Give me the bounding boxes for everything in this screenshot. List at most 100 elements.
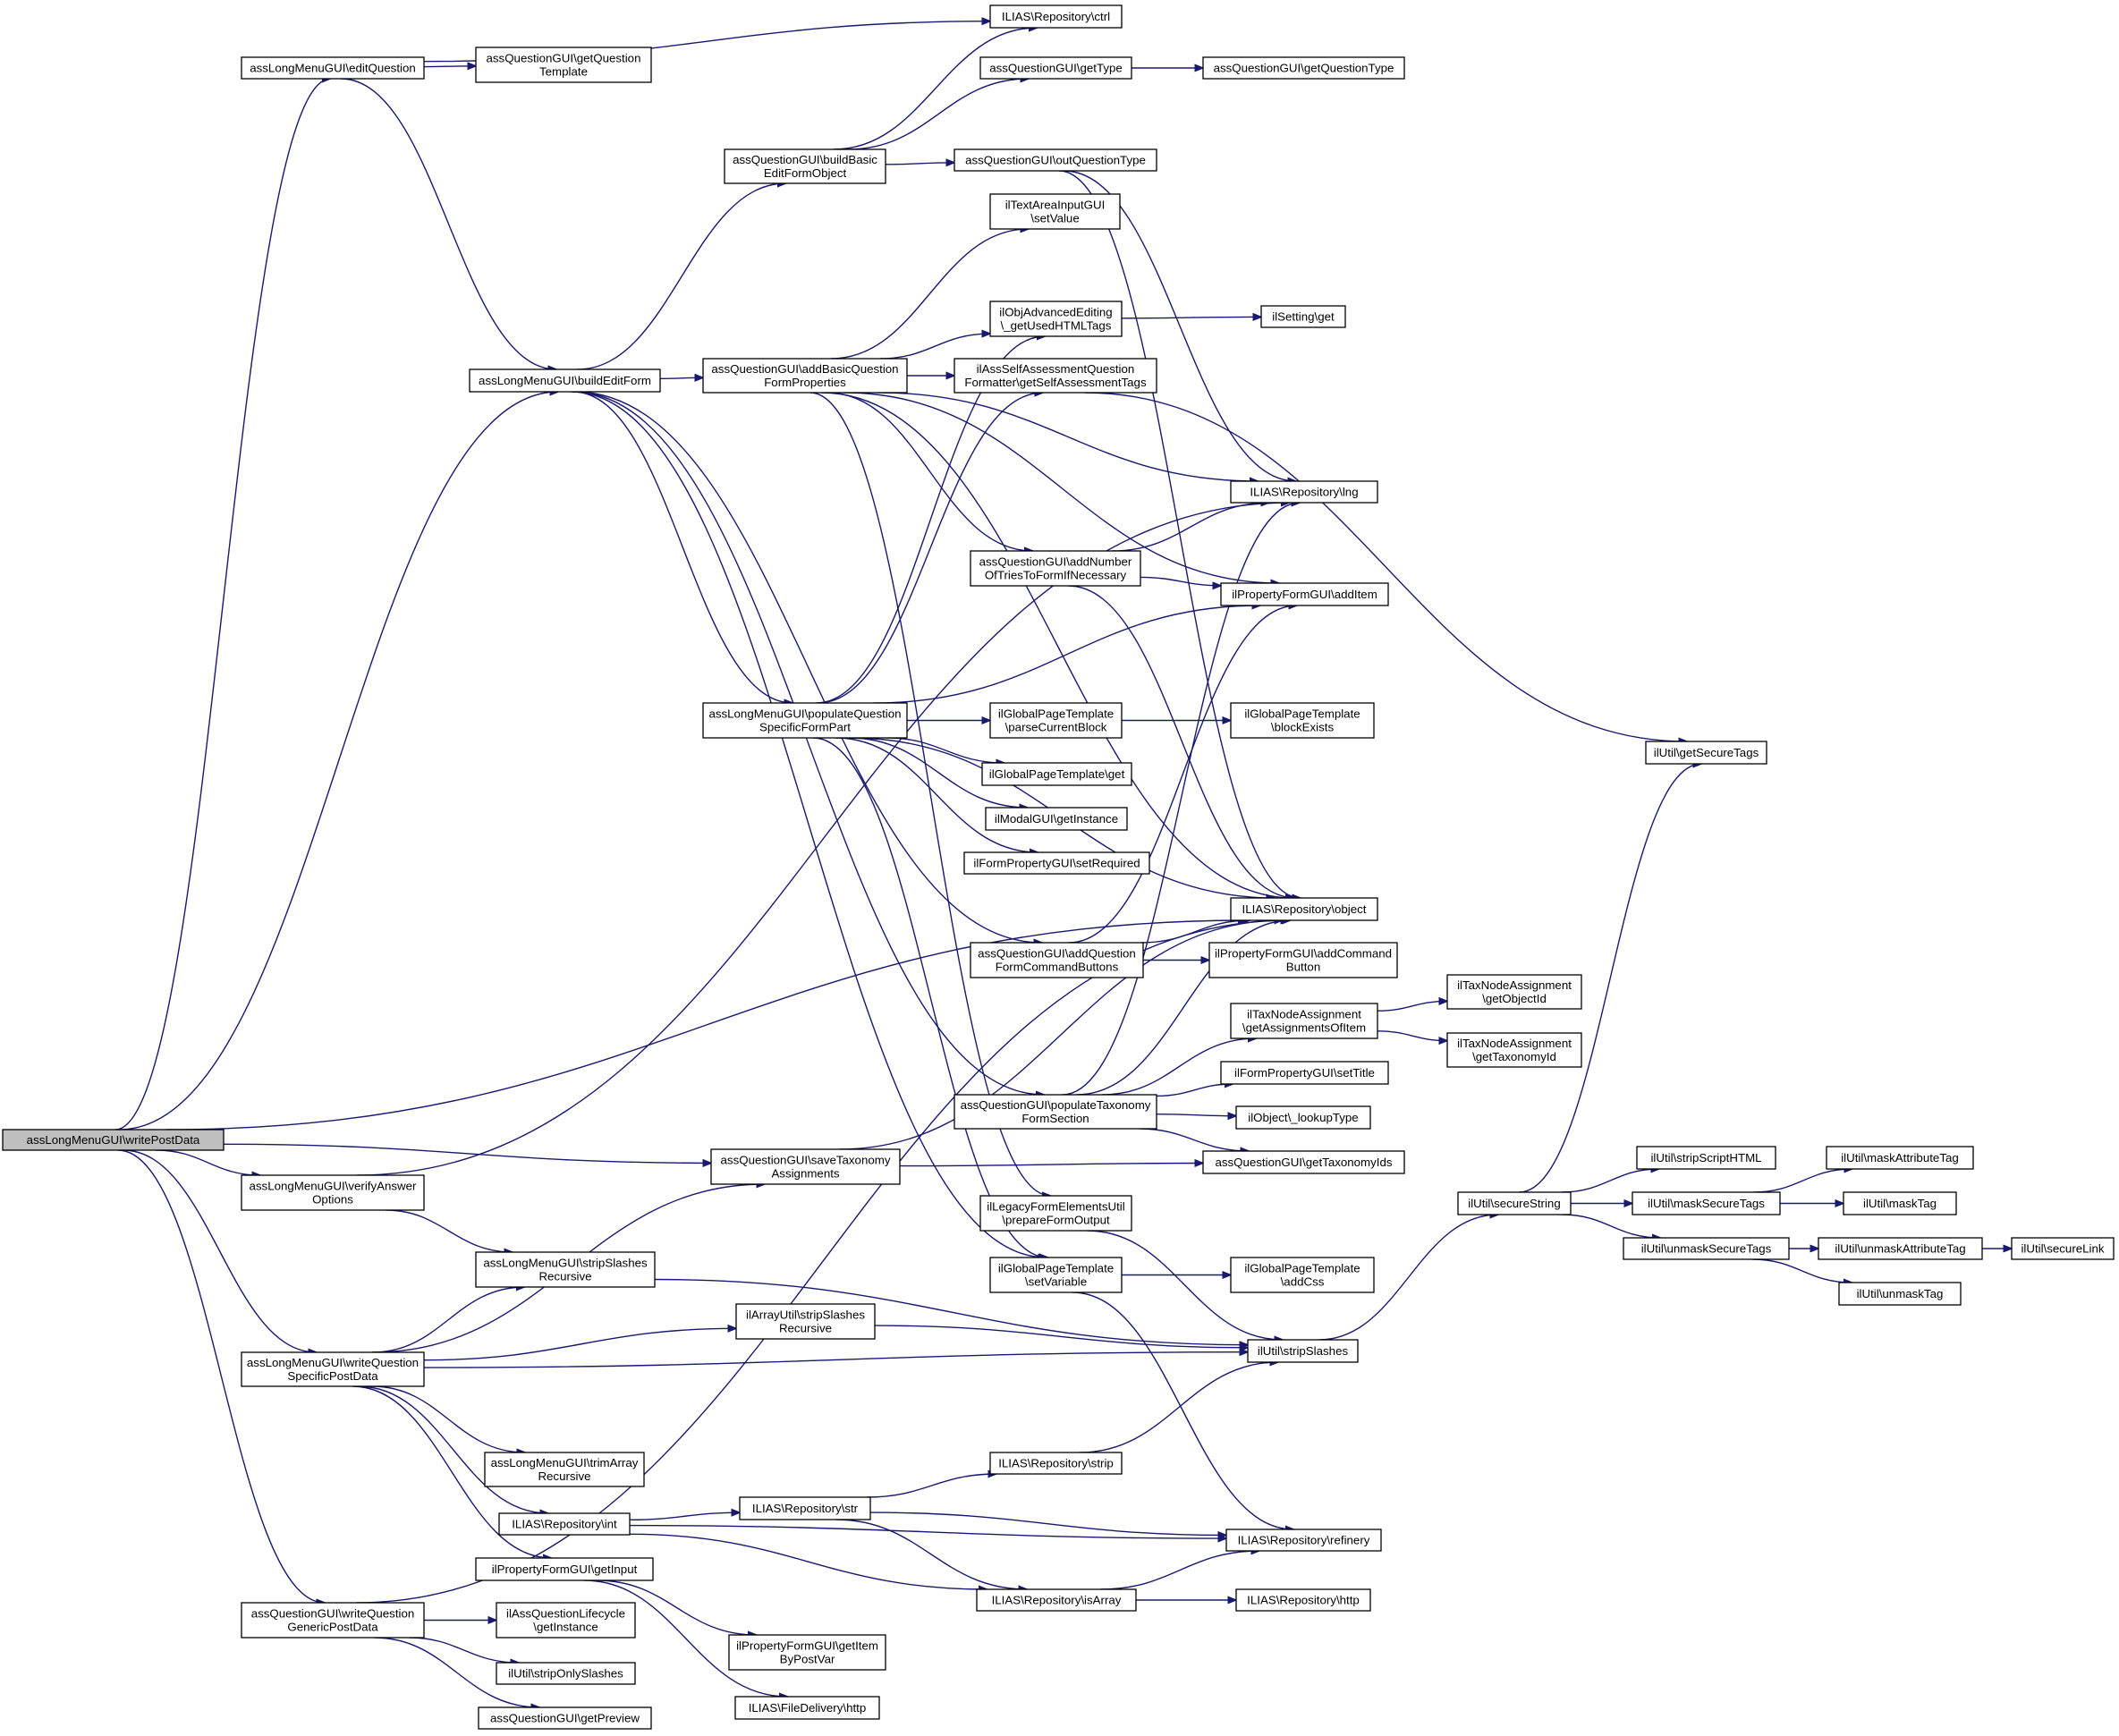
- node-label: FormCommandButtons: [996, 961, 1119, 974]
- node-settingGet[interactable]: ilSetting\get: [1260, 305, 1346, 328]
- node-blockExists[interactable]: ilGlobalPageTemplate\blockExists: [1230, 702, 1375, 739]
- node-selfAssessFormatter[interactable]: ilAssSelfAssessmentQuestionFormatter\get…: [954, 358, 1157, 394]
- node-addBasicQFP[interactable]: assQuestionGUI\addBasicQuestionFormPrope…: [702, 358, 908, 394]
- node-repoInt[interactable]: ILIAS\Repository\int: [498, 1512, 631, 1536]
- node-label: ilUtil\stripScriptHTML: [1650, 1151, 1761, 1164]
- edge-line: [874, 605, 1260, 704]
- node-label: ilPropertyFormGUI\getItem: [736, 1639, 878, 1653]
- node-label: ILIAS\Repository\ctrl: [1002, 10, 1110, 23]
- node-unmaskSecureTags[interactable]: ilUtil\unmaskSecureTags: [1623, 1237, 1790, 1260]
- edge-addBasicQFP-to-addItem: [843, 392, 1279, 583]
- node-lookupType[interactable]: ilObject\_lookupType: [1235, 1105, 1371, 1130]
- edge-repoInt-to-repoStr: [629, 1512, 740, 1520]
- node-getSecureTags[interactable]: ilUtil\getSecureTags: [1645, 741, 1767, 765]
- edge-populateQSFP-to-addItem: [874, 605, 1260, 704]
- node-box: [979, 1195, 1132, 1232]
- node-secureLink[interactable]: ilUtil\secureLink: [2011, 1237, 2115, 1260]
- node-repoHttp[interactable]: ILIAS\Repository\http: [1235, 1588, 1371, 1612]
- edge-getInput-to-getItemByPostVar: [597, 1579, 757, 1635]
- node-addItem[interactable]: ilPropertyFormGUI\addItem: [1220, 582, 1389, 606]
- edge-buildEditForm-to-addBasicQFP: [659, 377, 703, 378]
- node-getPreview[interactable]: assQuestionGUI\getPreview: [478, 1706, 652, 1730]
- edge-populateTFS-to-repoObject: [1076, 920, 1290, 1096]
- node-box: [981, 762, 1132, 786]
- node-legacyPrepare[interactable]: ilLegacyFormElementsUtil\prepareFormOutp…: [979, 1195, 1132, 1232]
- node-writeQGPD[interactable]: assQuestionGUI\writeQuestionGenericPostD…: [241, 1602, 425, 1639]
- node-populateQSFP[interactable]: assLongMenuGUI\populateQuestionSpecificF…: [702, 702, 908, 739]
- node-unmaskAttributeTag[interactable]: ilUtil\unmaskAttributeTag: [1818, 1237, 1983, 1260]
- node-repoIsArray[interactable]: ILIAS\Repository\isArray: [976, 1588, 1137, 1612]
- node-box: [1230, 897, 1378, 921]
- edge-repoInt-to-repoRefinery: [629, 1524, 1226, 1539]
- node-getObjectId[interactable]: ilTaxNodeAssignment\getObjectId: [1446, 974, 1582, 1010]
- node-getTaxonomyIds[interactable]: assQuestionGUI\getTaxonomyIds: [1202, 1150, 1405, 1174]
- node-repoStr[interactable]: ILIAS\Repository\str: [739, 1496, 871, 1520]
- node-addNumberOfTries[interactable]: assQuestionGUI\addNumberOfTriesToFormIfN…: [970, 550, 1141, 587]
- node-label: assQuestionGUI\getQuestion: [487, 52, 641, 65]
- node-getQuestionType[interactable]: assQuestionGUI\getQuestionType: [1202, 56, 1405, 80]
- node-label: ilAssQuestionLifecycle: [506, 1607, 625, 1621]
- node-objAdvEditing[interactable]: ilObjAdvancedEditing\_getUsedHTMLTags: [989, 301, 1123, 337]
- node-label: ilObjAdvancedEditing: [999, 306, 1112, 319]
- node-setVariable[interactable]: ilGlobalPageTemplate\setVariable: [989, 1257, 1123, 1293]
- node-secureString[interactable]: ilUtil\secureString: [1457, 1191, 1572, 1215]
- node-buildEditForm[interactable]: assLongMenuGUI\buildEditForm: [469, 368, 661, 393]
- edge-line: [572, 391, 793, 703]
- edge-repoIsArray-to-repoRefinery: [1100, 1551, 1260, 1590]
- node-maskSecureTags[interactable]: ilUtil\maskSecureTags: [1632, 1191, 1781, 1215]
- node-repoRefinery[interactable]: ILIAS\Repository\refinery: [1225, 1529, 1382, 1552]
- edge-line: [816, 336, 1045, 704]
- node-textAreaSetValue[interactable]: ilTextAreaInputGUI\setValue: [989, 193, 1121, 230]
- node-getTaxonomyId[interactable]: ilTaxNodeAssignment\getTaxonomyId: [1446, 1032, 1582, 1068]
- node-unmaskTag[interactable]: ilUtil\unmaskTag: [1838, 1282, 1962, 1306]
- edge-stripSlashesRecursive-to-stripSlashes: [654, 1278, 1248, 1345]
- node-repoObject[interactable]: ILIAS\Repository\object: [1230, 897, 1378, 921]
- edge-line: [1062, 503, 1301, 1096]
- node-repoStrip[interactable]: ILIAS\Repository\strip: [989, 1452, 1123, 1475]
- node-box: [469, 368, 661, 393]
- node-maskTag[interactable]: ilUtil\maskTag: [1843, 1191, 1957, 1215]
- node-stripScriptHTML[interactable]: ilUtil\stripScriptHTML: [1636, 1146, 1776, 1170]
- node-repoLng[interactable]: ILIAS\Repository\lng: [1230, 480, 1378, 504]
- node-getType[interactable]: assQuestionGUI\getType: [979, 56, 1132, 80]
- node-addQFCB[interactable]: assQuestionGUI\addQuestionFormCommandBut…: [970, 942, 1144, 978]
- node-box: [1225, 1529, 1382, 1552]
- node-setRequired[interactable]: ilFormPropertyGUI\setRequired: [963, 851, 1150, 875]
- node-box: [1636, 1146, 1776, 1170]
- node-modalGetInstance[interactable]: ilModalGUI\getInstance: [985, 807, 1128, 831]
- node-gptGet[interactable]: ilGlobalPageTemplate\get: [981, 762, 1132, 786]
- edge-arrayUtilStrip-to-stripSlashes: [874, 1325, 1248, 1348]
- node-parseCurrentBlock[interactable]: ilGlobalPageTemplate\parseCurrentBlock: [989, 702, 1123, 739]
- node-writePostData[interactable]: assLongMenuGUI\writePostData: [2, 1129, 225, 1151]
- node-outQuestionType[interactable]: assQuestionGUI\outQuestionType: [954, 148, 1157, 172]
- edge-line: [830, 229, 1029, 360]
- node-box: [989, 301, 1123, 337]
- edge-line: [1753, 1169, 1852, 1193]
- node-getAssignmentsOfItem[interactable]: ilTaxNodeAssignment\getAssignmentsOfItem: [1230, 1003, 1378, 1039]
- node-lifecycleGetInstance[interactable]: ilAssQuestionLifecycle\getInstance: [496, 1602, 636, 1639]
- edge-line: [820, 392, 1294, 898]
- node-maskAttributeTag[interactable]: ilUtil\maskAttributeTag: [1826, 1146, 1974, 1170]
- node-stripSlashes[interactable]: ilUtil\stripSlashes: [1247, 1339, 1359, 1363]
- node-writeQSPD[interactable]: assLongMenuGUI\writeQuestionSpecificPost…: [241, 1351, 425, 1387]
- node-addCss[interactable]: ilGlobalPageTemplate\addCss: [1230, 1257, 1375, 1293]
- node-label: ilUtil\unmaskTag: [1857, 1287, 1944, 1300]
- node-repoCtrl[interactable]: ILIAS\Repository\ctrl: [989, 4, 1123, 29]
- edge-line: [1079, 1362, 1278, 1453]
- node-getInput[interactable]: ilPropertyFormGUI\getInput: [475, 1557, 654, 1581]
- node-populateTFS[interactable]: assQuestionGUI\populateTaxonomyFormSecti…: [954, 1094, 1157, 1130]
- node-editQuestion[interactable]: assLongMenuGUI\editQuestion: [241, 56, 425, 80]
- edge-line: [1068, 585, 1296, 898]
- node-setTitle[interactable]: ilFormPropertyGUI\setTitle: [1220, 1061, 1389, 1085]
- node-stripOnlySlashes[interactable]: ilUtil\stripOnlySlashes: [496, 1662, 636, 1685]
- node-fileDeliveryHttp[interactable]: ILIAS\FileDelivery\http: [734, 1696, 880, 1720]
